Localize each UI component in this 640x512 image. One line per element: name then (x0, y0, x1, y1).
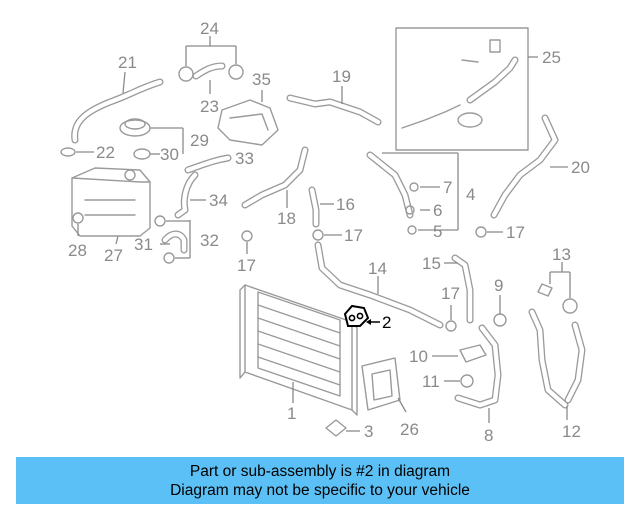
callout-17-c: 17 (506, 223, 525, 242)
part-4-pipe (366, 151, 459, 235)
part-8-hose (454, 324, 502, 423)
callout-17-a: 17 (237, 256, 256, 275)
callout-26: 26 (400, 420, 419, 439)
callout-5: 5 (433, 222, 442, 241)
part-11-clamp (444, 374, 474, 388)
part-9-clamp (493, 295, 507, 327)
part-35-tank (217, 90, 279, 146)
part-20-pipe (490, 114, 568, 219)
callout-13: 13 (552, 245, 571, 264)
callout-11: 11 (422, 372, 440, 391)
callout-35: 35 (252, 70, 271, 89)
callout-15: 15 (422, 254, 441, 273)
callout-21: 21 (118, 53, 137, 72)
callout-33: 33 (235, 149, 254, 168)
callout-29: 29 (190, 131, 209, 150)
part-34-hose (174, 171, 206, 219)
part-28-cap (72, 212, 84, 236)
callout-2: 2 (382, 313, 391, 332)
callout-25: 25 (542, 48, 561, 67)
callout-23: 23 (200, 97, 219, 116)
callout-12: 12 (562, 422, 581, 441)
part-26-bracket (361, 357, 407, 413)
part-17-clamps (241, 226, 503, 332)
callout-30: 30 (160, 145, 179, 164)
part-14-pipe (314, 241, 444, 329)
callout-32: 32 (200, 231, 219, 250)
callout-8: 8 (484, 426, 493, 445)
part-15-hose (444, 254, 474, 324)
part-12-hose (528, 308, 586, 420)
callout-14: 14 (368, 259, 387, 278)
part-25-assembly (395, 27, 538, 151)
callout-28: 28 (68, 241, 87, 260)
callout-7: 7 (443, 178, 452, 197)
callout-20: 20 (571, 158, 590, 177)
callout-19: 19 (332, 67, 351, 86)
callout-18: 18 (277, 209, 296, 228)
part-33-hose (184, 154, 232, 174)
callout-9: 9 (494, 276, 503, 295)
callout-17-d: 17 (441, 284, 460, 303)
part-22-seal (60, 147, 94, 157)
parts-diagram: 21 24 23 35 29 22 30 (60, 19, 590, 445)
part-3-mount (325, 419, 360, 437)
callout-22: 22 (96, 143, 115, 162)
callout-3: 3 (364, 422, 373, 441)
part-30-oring (133, 148, 160, 160)
part-27-reservoir (71, 167, 151, 245)
part-10-hose (432, 344, 487, 363)
callout-6: 6 (433, 201, 442, 220)
callout-16: 16 (336, 195, 355, 214)
part-1-radiator (239, 284, 358, 416)
banner-line-2: Diagram may not be specific to your vehi… (170, 481, 470, 499)
callout-17-b: 17 (344, 226, 363, 245)
part-19-pipe (286, 86, 382, 126)
callout-31: 31 (134, 235, 153, 254)
part-16-hose (308, 186, 334, 228)
banner-line-1: Part or sub-assembly is #2 in diagram (189, 462, 451, 480)
callout-34: 34 (209, 191, 228, 210)
callout-4: 4 (466, 185, 475, 204)
part-13-fittings (537, 262, 578, 314)
callout-24: 24 (200, 19, 219, 38)
part-24-clamps (178, 36, 244, 94)
callout-10: 10 (409, 347, 428, 366)
part-18-pipe (241, 146, 309, 209)
part-21-hose (71, 71, 164, 144)
part-2-highlighted-bracket[interactable] (343, 304, 380, 327)
callout-1: 1 (287, 404, 296, 423)
callout-27: 27 (104, 246, 123, 265)
info-banner: Part or sub-assembly is #2 in diagram Di… (16, 457, 624, 504)
part-31-hose (154, 215, 191, 264)
part-29-cap (119, 118, 184, 154)
